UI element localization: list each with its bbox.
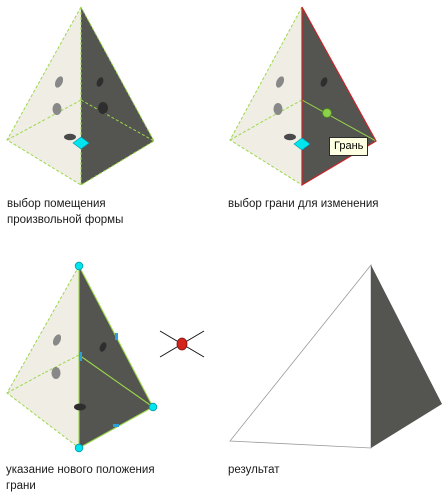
pyramid-light-face [7,7,81,185]
hole-marker [51,367,61,379]
step-1-caption: выбор помещения произвольной формы [7,196,123,228]
pyramid-dark-face [81,7,154,185]
wall-segment-marker [115,333,118,340]
caption-line: выбор грани для изменения [228,198,379,210]
step-4-caption: результат [228,462,280,478]
hole-marker [275,76,285,88]
pyramid-light-face [7,266,79,448]
caption-line: грани [6,480,36,492]
caption-line: указание нового положения [6,464,155,476]
pyramid-selected-view [6,6,155,186]
hole-marker [99,342,107,352]
hole-marker [74,403,86,411]
hole-marker [273,103,283,115]
pyramid-light-face [230,7,302,185]
vertex-grip-bottom[interactable] [74,443,84,453]
caption-line: результат [228,464,280,476]
wall-segment-marker [113,424,119,427]
vertex-grip-top[interactable] [74,261,84,271]
step-3-caption: указание нового положения грани [6,462,155,494]
face-tooltip: Грань [329,137,369,156]
pyramid-face-select-view [229,6,377,187]
selected-face-outline [301,6,377,187]
hole-marker [284,133,296,141]
result-dark-face [371,265,442,448]
hole-marker [54,76,64,88]
result-light-face [229,263,372,449]
pyramid-drag-view [6,261,158,453]
hole-marker [320,77,328,87]
hole-marker [96,77,104,87]
pyramid-dark-face [79,266,153,448]
pyramid-result-view [229,263,442,449]
vertex-grip-right[interactable] [148,402,158,412]
hole-marker [52,334,62,346]
face-hover-marker [322,108,332,118]
drag-cursor-icon [159,330,205,358]
grip-handle[interactable] [72,136,90,150]
hole-marker [98,102,108,114]
caption-line: произвольной формы [7,214,124,226]
grip-handle[interactable] [293,137,311,151]
step-2-caption: выбор грани для изменения [228,196,379,212]
hole-marker [52,103,62,115]
pyramid-dark-face-selected[interactable] [302,7,376,185]
hole-marker [64,133,76,141]
caption-line: выбор помещения [7,198,106,210]
wall-segment-marker [79,352,82,361]
